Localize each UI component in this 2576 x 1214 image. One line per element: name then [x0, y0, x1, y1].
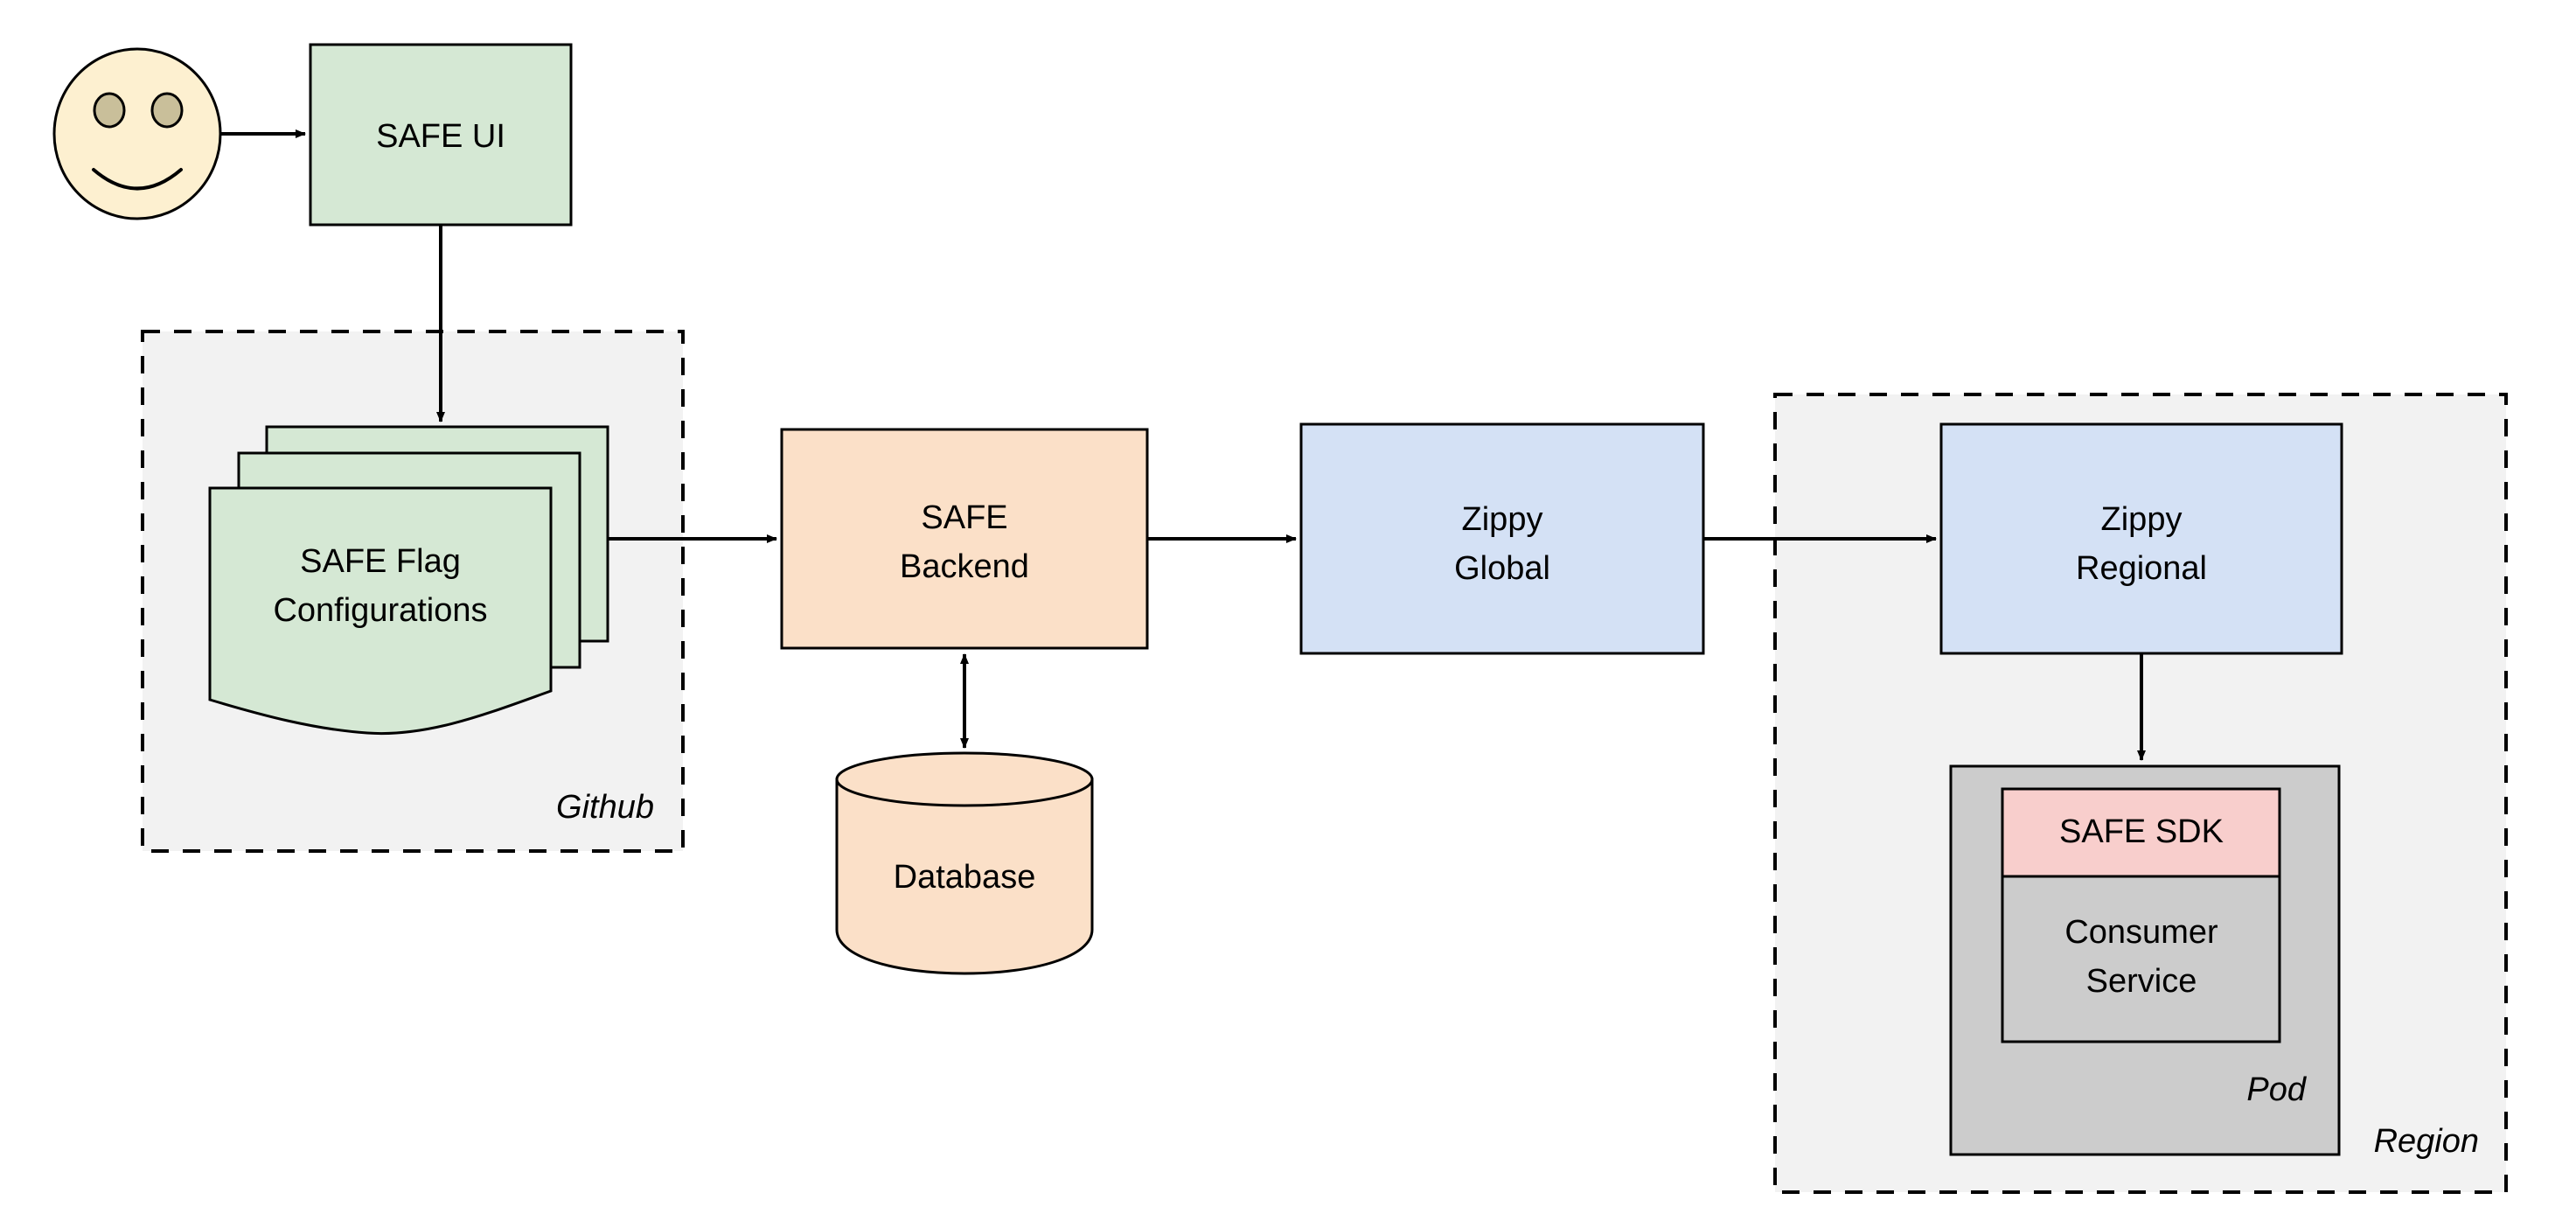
smiley-mouth-icon [92, 168, 183, 191]
smiley-face-icon [52, 47, 222, 220]
region-group-label: Region [2374, 1123, 2479, 1160]
zippy-regional-label-line2: Regional [2076, 550, 2207, 587]
zippy-global-box [1299, 422, 1705, 655]
safe-backend-label-line1: SAFE [921, 499, 1007, 536]
zippy-regional-label-line1: Zippy [2101, 501, 2183, 538]
safe-backend-label-line2: Backend [900, 548, 1029, 585]
zippy-regional-box [1939, 422, 2343, 655]
zippy-global-label-line1: Zippy [1462, 501, 1543, 538]
consumer-service-label-line1: Consumer [2064, 914, 2218, 951]
safe-backend-box [780, 428, 1149, 650]
consumer-service-box [2001, 875, 2281, 1043]
pod-group-label: Pod [2246, 1071, 2307, 1108]
database-cylinder-top [835, 751, 1094, 807]
node-zippy-global[interactable]: Zippy Global [1299, 422, 1705, 655]
flag-configs-sheet-front [208, 486, 553, 736]
safe-ui-box [309, 43, 573, 227]
node-flag-configs[interactable]: SAFE Flag Configurations [208, 425, 609, 736]
node-safe-ui[interactable]: SAFE UI [309, 43, 573, 227]
database-cylinder-body [835, 778, 1094, 975]
github-group-label: Github [556, 789, 654, 826]
zippy-global-label-line2: Global [1454, 550, 1550, 587]
flag-configs-label-line2: Configurations [273, 592, 487, 629]
node-consumer-service[interactable]: Consumer Service [2001, 875, 2281, 1043]
node-safe-backend[interactable]: SAFE Backend [780, 428, 1149, 650]
safe-sdk-box [2001, 787, 2281, 878]
user-actor[interactable] [52, 47, 222, 220]
safe-sdk-label: SAFE SDK [2059, 813, 2224, 850]
consumer-service-label-line2: Service [2086, 963, 2197, 1000]
database-label: Database [894, 859, 1036, 896]
node-zippy-regional[interactable]: Zippy Regional [1939, 422, 2343, 655]
flag-configs-label-line1: SAFE Flag [300, 543, 461, 580]
smiley-right-eye-icon [150, 92, 184, 129]
node-safe-sdk[interactable]: SAFE SDK [2001, 787, 2281, 878]
smiley-left-eye-icon [93, 92, 126, 129]
safe-ui-label: SAFE UI [376, 118, 505, 155]
node-database[interactable]: Database [835, 751, 1094, 975]
